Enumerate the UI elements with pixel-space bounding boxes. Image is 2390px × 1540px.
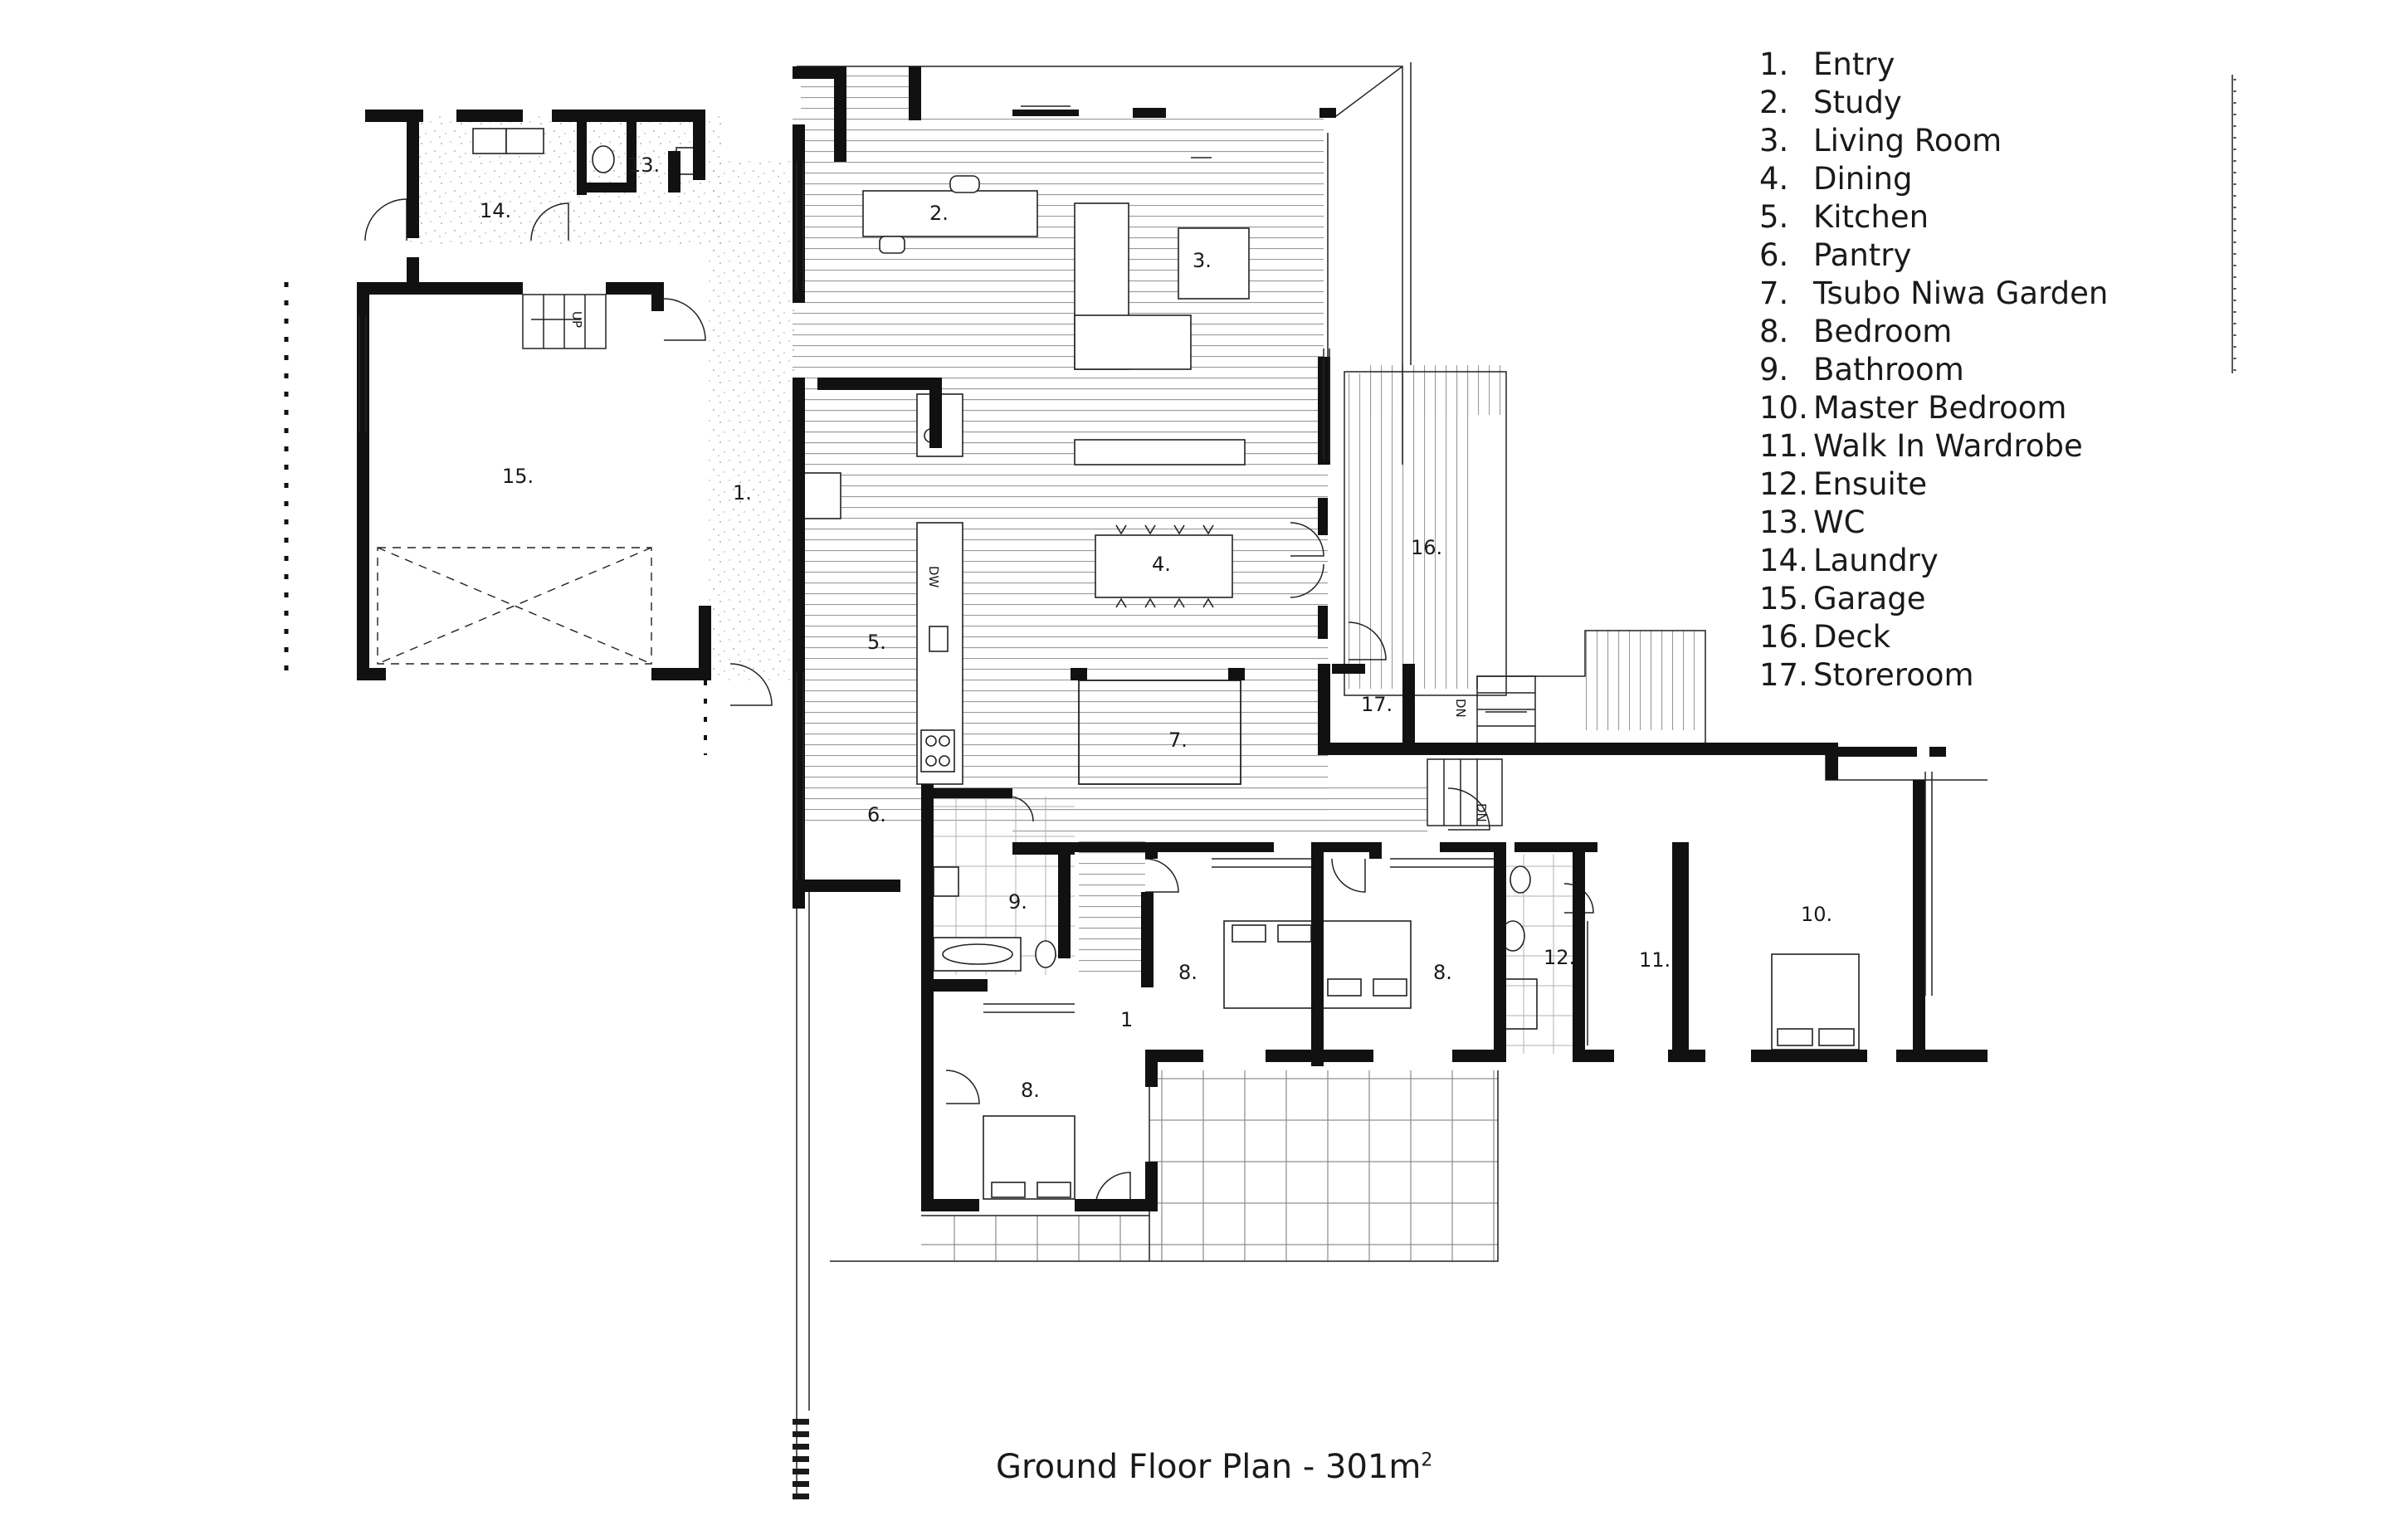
plan-caption: Ground Floor Plan - 301m2 — [996, 1448, 1432, 1486]
legend-name: Garage — [1813, 581, 1926, 616]
legend-name: Walk In Wardrobe — [1813, 428, 2083, 464]
label-garage: 15. — [502, 465, 534, 488]
legend-name: Dining — [1813, 161, 1913, 197]
legend-num: 5. — [1759, 199, 1789, 235]
label-wc: 13. — [628, 154, 660, 177]
legend-name: Master Bedroom — [1813, 390, 2067, 426]
label-bed-a: 8. — [1178, 961, 1197, 984]
legend-name: WC — [1813, 504, 1866, 540]
legend-item: 4. Dining — [1759, 160, 2108, 198]
label-ensuite: 12. — [1544, 946, 1575, 969]
legend-num: 2. — [1759, 85, 1789, 120]
legend-item: 3. Living Room — [1759, 122, 2108, 160]
label-master: 10. — [1801, 903, 1832, 926]
legend-item: 6. Pantry — [1759, 236, 2108, 275]
floor-finishes — [407, 71, 1701, 1261]
label-store: 17. — [1361, 693, 1393, 716]
legend-name: Tsubo Niwa Garden — [1813, 275, 2109, 311]
label-stair-dn-1: DN — [1453, 699, 1468, 718]
legend-name: Study — [1813, 85, 1902, 120]
legend-item: 17.Storeroom — [1759, 656, 2108, 694]
legend-num: 13. — [1759, 504, 1808, 540]
legend-name: Storeroom — [1813, 657, 1974, 693]
legend-item: 12.Ensuite — [1759, 465, 2108, 504]
label-stair-up: UP — [569, 311, 584, 328]
legend-name: Laundry — [1813, 543, 1939, 578]
legend-name: Ensuite — [1813, 466, 1928, 502]
label-laundry: 14. — [480, 199, 511, 222]
legend-item: 15.Garage — [1759, 580, 2108, 618]
legend-item: 11.Walk In Wardrobe — [1759, 427, 2108, 465]
legend-name: Entry — [1813, 46, 1895, 82]
legend-item: 5. Kitchen — [1759, 198, 2108, 236]
legend-name: Deck — [1813, 619, 1891, 655]
label-study: 2. — [929, 202, 949, 225]
boundary-marks — [284, 79, 2236, 1499]
door-swings — [364, 198, 1594, 1208]
label-living: 3. — [1193, 249, 1212, 272]
label-bed-b: 8. — [1433, 961, 1452, 984]
windows — [358, 105, 1933, 996]
legend-num: 10. — [1759, 390, 1808, 426]
legend-num: 3. — [1759, 123, 1789, 158]
legend-num: 6. — [1759, 237, 1789, 273]
stairs — [522, 294, 1536, 826]
legend-name: Living Room — [1813, 123, 2002, 158]
room-legend: 1. Entry 2. Study 3. Living Room 4. Dining 5… — [1759, 46, 2108, 694]
label-bed-c: 8. — [1021, 1079, 1040, 1102]
legend-item: 14.Laundry — [1759, 542, 2108, 580]
room-labels: 1. 2. 3. 4. 5. 6. 7. 8. 8. 8. 9. 10. 11.… — [480, 154, 1832, 1102]
legend-name: Pantry — [1813, 237, 1912, 273]
legend-name: Bedroom — [1813, 314, 1953, 349]
legend-item: 8. Bedroom — [1759, 313, 2108, 351]
legend-item: 13.WC — [1759, 504, 2108, 542]
garage-door-lines — [377, 547, 652, 665]
label-entry: 1. — [733, 481, 752, 504]
caption-text: Ground Floor Plan - 301m — [996, 1448, 1422, 1486]
legend-item: 16.Deck — [1759, 618, 2108, 656]
label-dw: DW — [926, 566, 941, 588]
legend-num: 15. — [1759, 581, 1808, 616]
label-deck: 16. — [1411, 536, 1442, 559]
label-bathroom: 9. — [1008, 890, 1027, 914]
legend-item: 1. Entry — [1759, 46, 2108, 84]
legend-num: 11. — [1759, 428, 1808, 464]
legend-name: Kitchen — [1813, 199, 1929, 235]
legend-num: 1. — [1759, 46, 1789, 82]
label-wardrobe: 11. — [1639, 948, 1671, 972]
label-pantry: 6. — [867, 803, 886, 826]
legend-num: 8. — [1759, 314, 1789, 349]
label-hall: 1 — [1120, 1008, 1133, 1031]
legend-num: 12. — [1759, 466, 1808, 502]
legend-name: Bathroom — [1813, 352, 1964, 387]
legend-num: 7. — [1759, 275, 1789, 311]
legend-item: 10.Master Bedroom — [1759, 389, 2108, 427]
label-garden: 7. — [1168, 729, 1188, 752]
legend-num: 16. — [1759, 619, 1808, 655]
legend-item: 7. Tsubo Niwa Garden — [1759, 275, 2108, 313]
label-kitchen: 5. — [867, 631, 886, 654]
legend-num: 14. — [1759, 543, 1808, 578]
label-dining: 4. — [1152, 553, 1171, 576]
legend-num: 17. — [1759, 657, 1808, 693]
legend-num: 4. — [1759, 161, 1789, 197]
legend-item: 9. Bathroom — [1759, 351, 2108, 389]
caption-superscript: 2 — [1421, 1450, 1433, 1471]
legend-item: 2. Study — [1759, 84, 2108, 122]
legend-num: 9. — [1759, 352, 1789, 387]
label-stair-dn-2: DN — [1474, 803, 1489, 822]
